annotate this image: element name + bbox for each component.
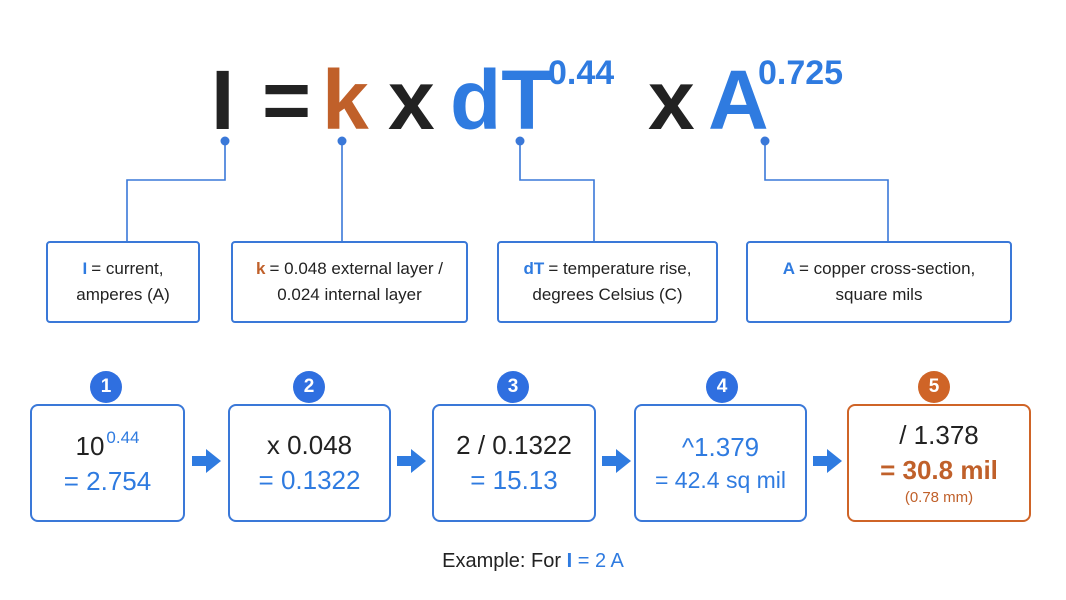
step-5-result: = 30.8 mil <box>880 455 998 486</box>
formula-dt-symbol: dT <box>450 53 553 147</box>
step-2-badge: 2 <box>293 371 325 403</box>
definition-text-line1: = 0.048 external layer / <box>269 258 443 278</box>
step-2-box: x 0.048 = 0.1322 <box>228 404 391 522</box>
formula-multiply-1: x <box>388 53 435 147</box>
definition-k: k= 0.048 external layer / 0.024 internal… <box>231 241 468 323</box>
step-3-result: = 15.13 <box>470 465 558 495</box>
example-caption: Example: For I = 2 A <box>0 550 1066 573</box>
step-3-badge: 3 <box>497 371 529 403</box>
step-1-result: = 2.754 <box>63 466 152 496</box>
definition-text-line2: degrees Celsius (C) <box>532 285 683 304</box>
step-5-badge: 5 <box>918 371 950 403</box>
definition-text-line1: = current, <box>91 258 164 278</box>
step-1-badge: 1 <box>90 371 122 403</box>
formula-k-symbol: k <box>322 53 369 147</box>
definition-symbol: A <box>782 258 796 278</box>
definition-text-line1: = temperature rise, <box>548 258 692 278</box>
definition-current: I= current, amperes (A) <box>46 241 200 323</box>
step-4-badge: 4 <box>706 371 738 403</box>
right-arrow-icon <box>397 449 426 473</box>
step-4-box: ^1.379 = 42.4 sq mil <box>634 404 807 522</box>
step-5-metric: (0.78 mm) <box>904 489 974 507</box>
definition-text-line2: amperes (A) <box>76 285 170 304</box>
right-arrow-icon <box>192 449 221 473</box>
step-4-operation: ^1.379 <box>681 431 760 462</box>
formula-area-exponent: 0.725 <box>758 54 844 92</box>
step-4-result: = 42.4 sq mil <box>654 467 787 494</box>
definition-text-line2: square mils <box>835 285 923 304</box>
step-1-exponent: 0.44 <box>106 427 140 447</box>
example-value: = 2 A <box>577 550 624 572</box>
formula-area-symbol: A <box>708 53 769 147</box>
example-symbol: I <box>566 550 573 572</box>
definition-text-line1: = copper cross-section, <box>799 258 976 278</box>
step-5-operation: / 1.378 <box>899 420 979 451</box>
step-3-box: 2 / 0.1322 = 15.13 <box>432 404 596 522</box>
step-3-operation: 2 / 0.1322 <box>456 429 572 460</box>
step-5-box: / 1.378 = 30.8 mil (0.78 mm) <box>847 404 1031 522</box>
definition-area: A= copper cross-section, square mils <box>746 241 1012 323</box>
right-arrow-icon <box>602 449 631 473</box>
definition-text-line2: 0.024 internal layer <box>277 285 422 304</box>
formula-dt-exponent: 0.44 <box>548 54 615 92</box>
example-prefix: Example: For <box>442 550 562 572</box>
step-2-operation: x 0.048 <box>266 429 353 460</box>
definition-symbol: I <box>82 258 88 278</box>
definition-symbol: k <box>256 258 266 278</box>
formula-multiply-2: x <box>648 53 695 147</box>
formula-current-symbol: I <box>211 53 235 147</box>
step-2-result: = 0.1322 <box>258 465 361 495</box>
definition-dt: dT= temperature rise, degrees Celsius (C… <box>497 241 718 323</box>
definition-symbol: dT <box>523 258 545 278</box>
right-arrow-icon <box>813 449 842 473</box>
formula-equals: = <box>262 53 312 147</box>
step-1-base: 10 <box>75 430 105 461</box>
